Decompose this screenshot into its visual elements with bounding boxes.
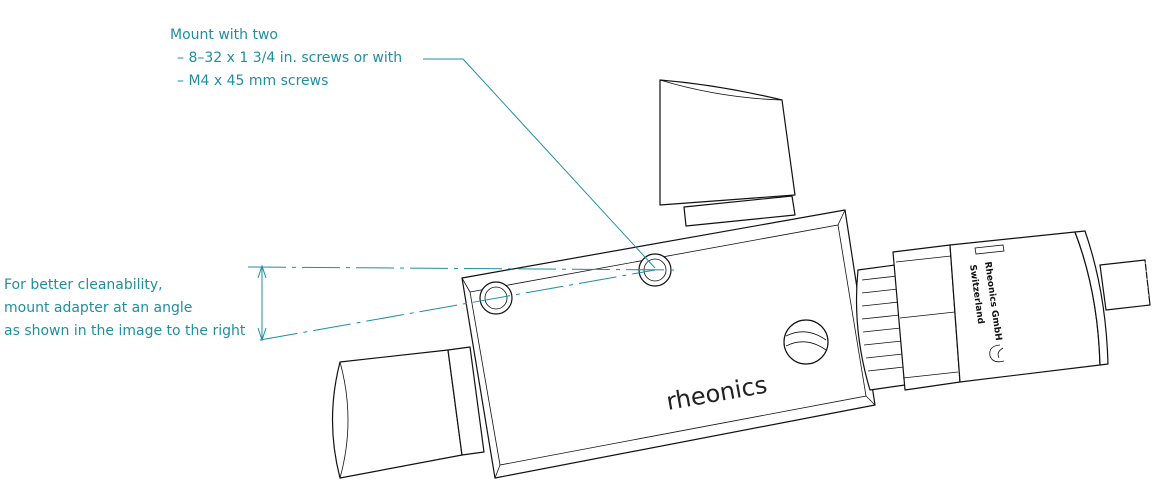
upper-pipe-break-line bbox=[659, 79, 783, 101]
mount-annotation-line-2: – 8–32 x 1 3/4 in. screws or with bbox=[177, 50, 402, 66]
lower-pipe-break-line bbox=[339, 361, 349, 479]
sensor-label-slot bbox=[974, 244, 1005, 255]
angle-annotation-line-1: For better cleanability, bbox=[4, 277, 163, 293]
horizontal-reference-line bbox=[247, 266, 681, 271]
lower-pipe bbox=[331, 346, 485, 479]
upper-pipe bbox=[659, 79, 796, 227]
thread-section bbox=[855, 264, 906, 391]
threaded-fitting bbox=[855, 244, 961, 391]
upper-pipe-body bbox=[659, 79, 796, 206]
rheonics-logo-icon bbox=[783, 319, 829, 365]
adapter-block: rheonics bbox=[461, 209, 876, 479]
m12-connector bbox=[1099, 259, 1151, 311]
angle-arrow-bottom-icon bbox=[257, 327, 267, 342]
angle-indicator bbox=[247, 264, 681, 342]
mount-annotation: Mount with two – 8–32 x 1 3/4 in. screws… bbox=[170, 27, 402, 89]
upper-pipe-collar bbox=[683, 195, 796, 227]
sensor-housing: Rheonics GmbH Switzerland bbox=[949, 230, 1109, 383]
angle-annotation-line-3: as shown in the image to the right bbox=[4, 323, 246, 339]
angle-annotation: For better cleanability, mount adapter a… bbox=[4, 277, 246, 339]
mount-annotation-line-3: – M4 x 45 mm screws bbox=[177, 73, 328, 89]
angle-arrow-top-icon bbox=[257, 264, 267, 279]
lower-pipe-collar bbox=[447, 346, 485, 456]
sensor-rim bbox=[1074, 230, 1109, 366]
angle-annotation-line-2: mount adapter at an angle bbox=[4, 300, 192, 316]
mount-axis-line bbox=[259, 269, 656, 341]
lower-pipe-body bbox=[331, 349, 463, 479]
mount-callout-leader bbox=[423, 58, 656, 269]
mount-annotation-line-1: Mount with two bbox=[170, 27, 278, 43]
mount-callout bbox=[423, 58, 656, 269]
sensor-body bbox=[949, 231, 1101, 383]
ce-mark-icon bbox=[989, 344, 1005, 363]
